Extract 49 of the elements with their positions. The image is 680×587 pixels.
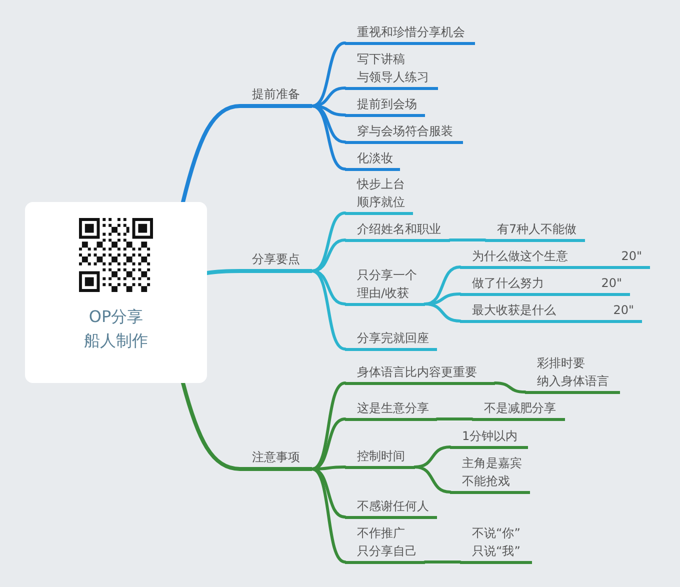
topic-text: 1分钟以内 [462,428,518,444]
duration-label: 20" [601,274,622,292]
topic-text: 重视和珍惜分享机会 [357,24,465,40]
qr-card [25,202,207,383]
topic-text: 做了什么努力 [472,274,544,292]
branch-line [414,466,452,494]
topic-text: 不作推广只分享自己 [357,524,417,560]
topic-text: 为什么做这个生意 [472,248,568,264]
card-title: 船人制作 [83,330,149,352]
topic-text: 分享要点 [252,251,300,268]
duration-label: 20" [621,248,642,264]
branch-line [205,269,242,275]
topic-underline [240,448,312,471]
branch-line [310,468,346,564]
topic-text: 介绍姓名和职业 [357,220,441,238]
topic-text: 这是生意分享 [357,400,429,416]
branch-line [494,382,526,394]
topic-underline [240,250,312,273]
topic-text: 不是减肥分享 [484,400,556,416]
branch-line [181,104,242,204]
topic-text: 快步上台顺序就位 [357,176,405,210]
branch-line [310,382,346,470]
topic-text: 彩排时要纳入身体语言 [537,354,609,390]
branch-line [436,418,474,420]
branch-line [310,104,346,170]
branch-line [424,302,462,322]
topic-text: 最大收获是什么 [472,302,556,318]
topic-text: 提前到会场 [357,96,417,112]
topic-text: 不说“你”只说“我” [472,524,520,560]
topic-text: 分享完就回座 [357,330,429,346]
topic-text: 注意事项 [252,449,300,466]
topic-text: 不感谢任何人 [357,498,429,514]
branch-line [424,560,462,564]
topic-text: 主角是嘉宾不能抢戏 [462,454,522,490]
duration-label: 20" [613,302,634,318]
card-title: OP分享 [88,306,144,328]
topic-underline [240,85,312,108]
topic-text: 身体语言比内容更重要 [357,364,477,380]
topic-text: 控制时间 [357,448,405,464]
topic-text: 穿与会场符合服装 [357,122,453,140]
topic-text: 只分享一个理由/收获 [357,266,417,302]
topic-text: 提前准备 [252,86,300,103]
branch-line [448,238,486,242]
branch-line [181,381,242,471]
topic-text: 写下讲稿与领导人练习 [357,50,429,86]
branch-line [310,42,346,108]
topic-text: 有7种人不能做 [497,220,577,238]
topic-text: 化淡妆 [357,150,393,166]
branch-line [310,270,346,350]
